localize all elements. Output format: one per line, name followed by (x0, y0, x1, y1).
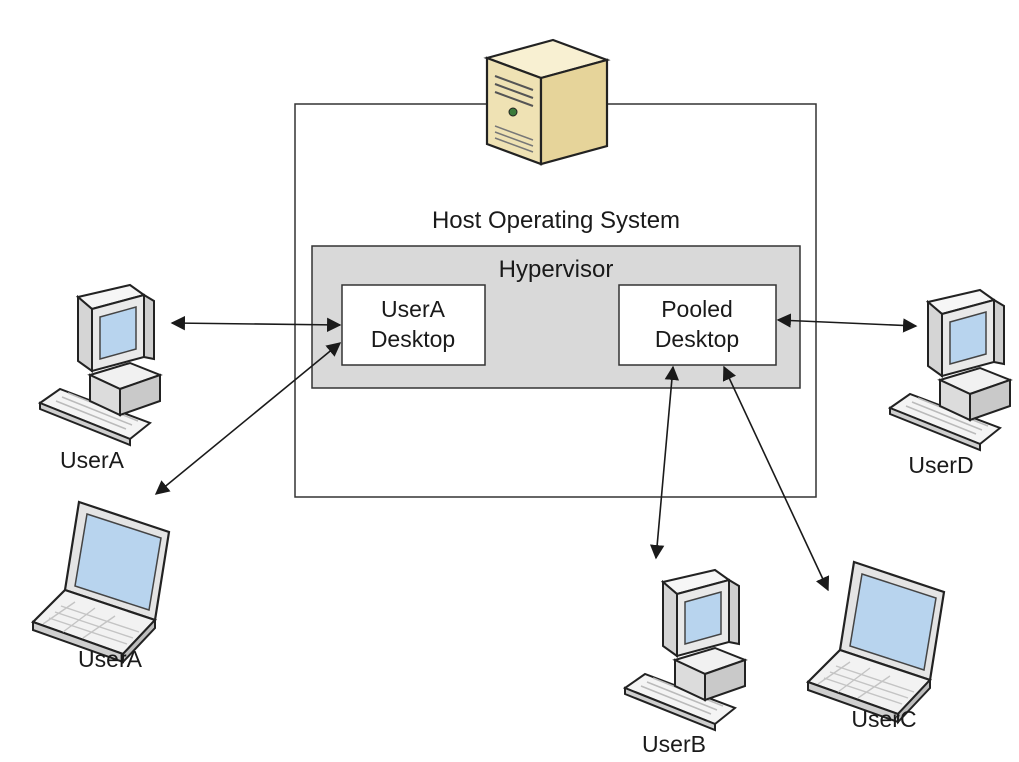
arrow-usera-pc (170, 315, 342, 333)
arrow-usera-laptop (154, 342, 342, 495)
pooled-desktop-line2: Desktop (655, 326, 739, 352)
host-os-label: Host Operating System (432, 207, 680, 234)
desktop-pc-icon (889, 289, 1011, 451)
pooled-desktop-line1: Pooled (661, 296, 733, 322)
usera-desktop-box (341, 284, 486, 366)
desktop-pc-icon (39, 284, 161, 446)
usera-desktop-line1: UserA (381, 296, 446, 322)
arrow-userb (649, 365, 680, 560)
device-label-userd: UserD (908, 452, 973, 478)
pooled-desktop-box (618, 284, 777, 366)
hypervisor-label: Hypervisor (499, 256, 614, 283)
device-label-usera-pc: UserA (60, 447, 125, 473)
device-label-usera-laptop: UserA (78, 646, 143, 672)
laptop-icon (31, 500, 171, 664)
device-label-userc: UserC (851, 706, 916, 732)
usera-desktop-line2: Desktop (371, 326, 455, 352)
server-icon (483, 38, 611, 166)
desktop-pc-icon (624, 569, 746, 731)
laptop-icon (806, 560, 946, 724)
arrow-userc (722, 365, 830, 592)
device-label-userb: UserB (642, 731, 706, 757)
arrow-userd (776, 313, 918, 333)
